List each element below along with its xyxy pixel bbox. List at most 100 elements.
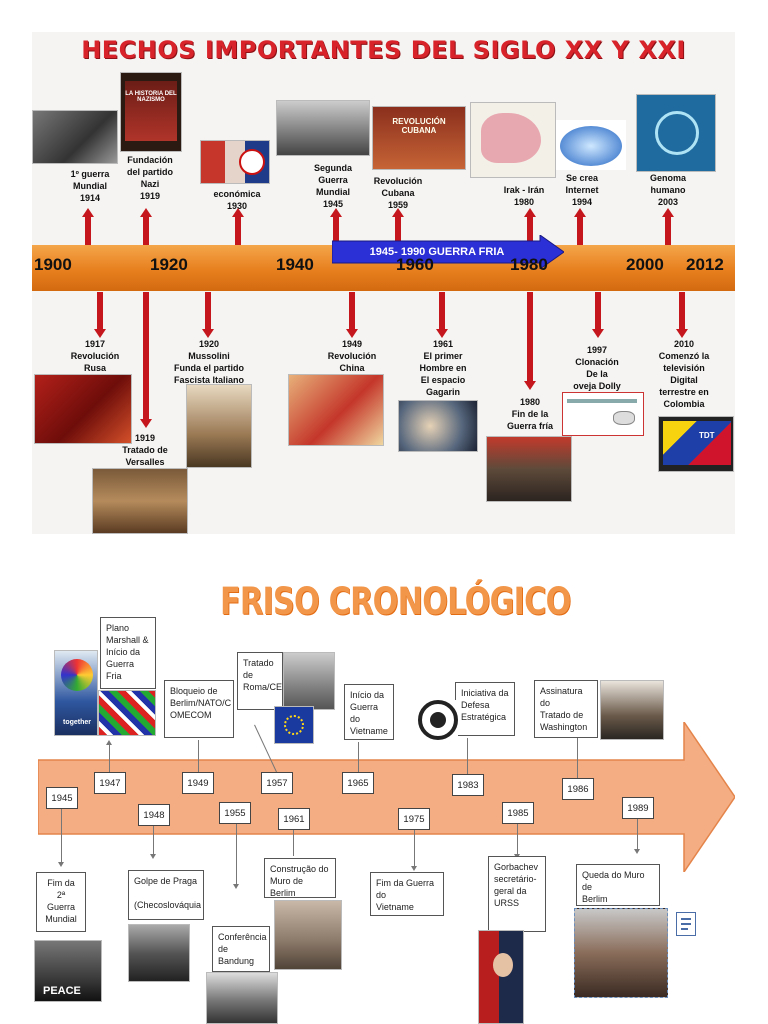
iraq-iran-map bbox=[470, 102, 556, 178]
dolly-diagram bbox=[562, 392, 644, 436]
depression-flags-image bbox=[200, 140, 270, 184]
friso-title: FRISO CRONOLÓGICO bbox=[220, 580, 571, 623]
connector-1948-head bbox=[150, 854, 156, 859]
connector-1948 bbox=[153, 826, 154, 856]
cuban-poster-text: REVOLUCIÓN CUBANA bbox=[392, 117, 446, 135]
arrow-up-1959 bbox=[392, 208, 404, 252]
mussolini-photo bbox=[186, 384, 252, 468]
event-genome: Genoma humano 2003 bbox=[649, 173, 686, 207]
year-1940: 1940 bbox=[276, 255, 314, 274]
event-internet: Se crea Internet 1994 bbox=[565, 173, 599, 207]
year-box-1985: 1985 bbox=[502, 802, 534, 824]
friso-arrow bbox=[38, 722, 735, 872]
year-box-1957: 1957 bbox=[261, 772, 293, 794]
year-box-1945: 1945 bbox=[46, 787, 78, 809]
connector-1989-head bbox=[634, 849, 640, 854]
arrow-up-1919 bbox=[140, 208, 152, 252]
nazismo-book-cover: LA HISTORIA DEL NAZISMO bbox=[120, 72, 182, 152]
event-wwi: 1º guerra Mundial 1914 bbox=[70, 169, 110, 203]
event-gagarin: 1961 El primer Hombre en El espacio Gaga… bbox=[419, 339, 467, 397]
sdi-seal-image bbox=[418, 700, 458, 754]
peace-protest-photo: PEACE bbox=[34, 940, 102, 1002]
event-box-1989: Queda do Muro de Berlim bbox=[576, 864, 660, 906]
cuban-revolution-poster: REVOLUCIÓN CUBANA bbox=[372, 106, 466, 170]
versailles-painting bbox=[92, 468, 188, 534]
event-box-1948: Golpe de Praga (Checoslováquia bbox=[128, 870, 204, 920]
genome-diagram bbox=[636, 94, 716, 172]
marshall-plan-poster: together bbox=[54, 650, 98, 736]
event-tdt-colombia: 2010 Comenzó la televisión Digital terre… bbox=[658, 339, 710, 409]
year-2000: 2000 bbox=[626, 255, 664, 274]
year-box-1955: 1955 bbox=[219, 802, 251, 824]
event-dolly: 1997 Clonación De la oveja Dolly bbox=[573, 345, 621, 391]
washington-treaty-photo bbox=[600, 680, 664, 740]
event-cuban-revolution: Revolución Cubana 1959 bbox=[373, 176, 423, 210]
cold-war-label: 1945- 1990 GUERRA FRIA bbox=[369, 246, 505, 258]
event-box-1983: Iniciativa da Defesa Estratégica bbox=[455, 682, 515, 736]
connector-1955 bbox=[236, 824, 237, 886]
event-box-1986: Assinatura do Tratado de Washington bbox=[534, 680, 598, 738]
year-box-1986: 1986 bbox=[562, 778, 594, 800]
eu-flag bbox=[274, 706, 314, 744]
event-box-1985: Gorbachev secretário- geral da URSS bbox=[488, 856, 546, 932]
berlin-wall-construction-photo bbox=[274, 900, 342, 970]
year-box-1949: 1949 bbox=[182, 772, 214, 794]
event-nazi-party: Fundación del partido Nazi 1919 bbox=[126, 155, 173, 201]
together-label: together bbox=[63, 719, 91, 726]
connector-1989 bbox=[637, 819, 638, 851]
russian-revolution-poster bbox=[34, 374, 132, 444]
arrow-down-1917 bbox=[94, 292, 106, 338]
rome-treaty-photo bbox=[283, 652, 335, 710]
wwii-planes-photo bbox=[276, 100, 370, 156]
arrow-down-1949 bbox=[346, 292, 358, 338]
event-box-1955: Conferência de Bandung bbox=[212, 926, 270, 972]
year-1960: 1960 bbox=[396, 255, 434, 274]
marshall-flags-image bbox=[98, 690, 156, 736]
connector-1945 bbox=[61, 809, 62, 864]
bandung-photo bbox=[206, 972, 278, 1024]
event-box-1957: Tratado de Roma/CE bbox=[237, 652, 283, 710]
year-1980: 1980 bbox=[510, 255, 548, 274]
tdt-tv-image: TDT bbox=[658, 416, 734, 472]
year-box-1989: 1989 bbox=[622, 797, 654, 819]
document-icon[interactable] bbox=[676, 912, 696, 936]
year-box-1948: 1948 bbox=[138, 804, 170, 826]
event-box-1965: Início da Guerra do Vietname bbox=[344, 684, 394, 740]
arrow-down-2010 bbox=[676, 292, 688, 338]
event-box-1945: Fim da 2ª Guerra Mundial bbox=[36, 872, 86, 932]
china-revolution-poster bbox=[288, 374, 384, 446]
connector-1985 bbox=[517, 824, 518, 856]
event-wwii: Segunda Guerra Mundial 1945 bbox=[313, 163, 352, 209]
event-versailles: 1919 Tratado de Versalles bbox=[122, 433, 168, 467]
poster-title: HECHOS IMPORTANTES DEL SIGLO XX Y XXI bbox=[81, 36, 686, 64]
connector-1965 bbox=[358, 742, 359, 772]
arrow-up-2003 bbox=[662, 208, 674, 252]
arrow-up-1980 bbox=[524, 208, 536, 252]
connector-1949 bbox=[198, 740, 199, 772]
cold-war-arrow bbox=[332, 235, 564, 269]
event-china-revolution: 1949 Revolución China bbox=[327, 339, 377, 373]
arrow-down-1920 bbox=[202, 292, 214, 338]
connector-1975 bbox=[414, 830, 415, 868]
year-box-1961: 1961 bbox=[278, 808, 310, 830]
arrow-down-1997 bbox=[592, 292, 604, 338]
year-box-1983: 1983 bbox=[452, 774, 484, 796]
event-box-1949: Bloqueio de Berlim/NATO/C OMECOM bbox=[164, 680, 234, 738]
year-1920: 1920 bbox=[150, 255, 188, 274]
connector-1986 bbox=[577, 738, 578, 778]
wwi-photo bbox=[32, 110, 118, 164]
timeline-poster: HECHOS IMPORTANTES DEL SIGLO XX Y XXI LA… bbox=[32, 32, 735, 534]
year-box-1947: 1947 bbox=[94, 772, 126, 794]
event-box-1975: Fim da Guerra do Vietname bbox=[370, 872, 444, 916]
arrow-down-1980 bbox=[524, 292, 536, 390]
year-box-1965: 1965 bbox=[342, 772, 374, 794]
internet-globe-image bbox=[556, 120, 626, 170]
year-box-1975: 1975 bbox=[398, 808, 430, 830]
event-russian-revolution: 1917 Revolución Rusa bbox=[70, 339, 120, 373]
year-1900: 1900 bbox=[34, 255, 72, 274]
prague-coup-photo bbox=[128, 924, 190, 982]
arrow-up-1914 bbox=[82, 208, 94, 252]
event-cold-war-end: 1980 Fin de la Guerra fría bbox=[506, 397, 554, 431]
nazismo-cover-text: LA HISTORIA DEL NAZISMO bbox=[125, 91, 177, 103]
connector-1955-head bbox=[233, 884, 239, 889]
